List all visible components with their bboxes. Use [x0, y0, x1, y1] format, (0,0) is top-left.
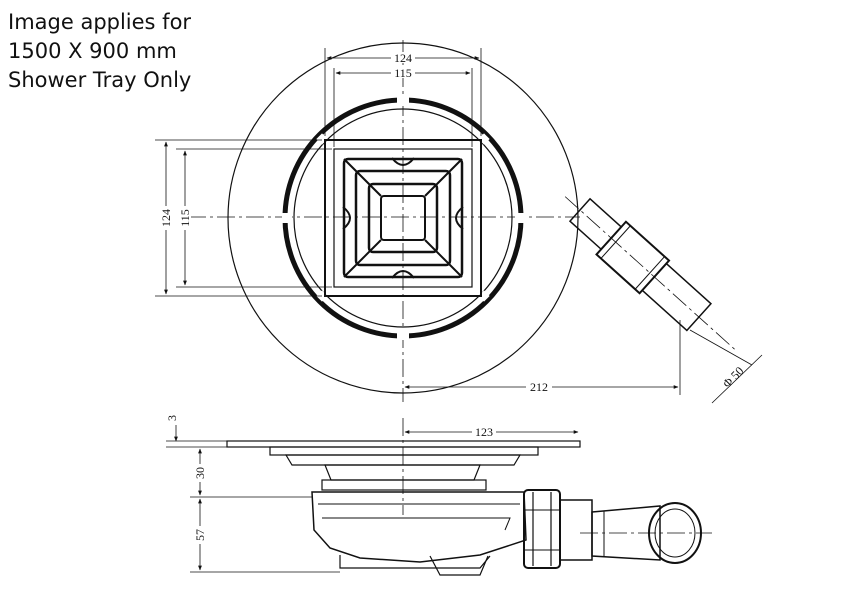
grate-outer-frame	[324, 139, 482, 297]
top-view: 124 115 124 115 212 Φ 50	[155, 40, 763, 404]
side-seal-ring	[321, 479, 487, 491]
caption-line-3: Shower Tray Only	[8, 68, 192, 92]
side-outlet-elbow	[559, 499, 593, 561]
grate-diagonal-bars	[342, 157, 464, 279]
inner-ring	[293, 108, 513, 328]
dim-label-115-left: 115	[178, 209, 192, 227]
dim-label-diameter: Φ 50	[720, 364, 747, 391]
dim-label-123: 123	[475, 425, 493, 439]
outlet-pipe-top-view	[564, 196, 737, 351]
dim-label-115-top: 115	[394, 66, 412, 80]
dim-label-57: 57	[193, 529, 207, 541]
side-body-neck	[324, 464, 481, 481]
side-grate-rim	[284, 454, 522, 466]
grate-center-square	[380, 195, 426, 241]
grate-pattern-middle	[354, 169, 452, 267]
side-outlet-pipe	[591, 505, 661, 561]
dim-line-diameter	[711, 354, 763, 404]
side-grate-plate	[269, 446, 539, 456]
caption-line-1: Image applies for	[8, 10, 192, 34]
dim-label-212: 212	[530, 380, 548, 394]
side-view: 123 3 30 57	[165, 415, 712, 576]
dim-label-124-left: 124	[159, 209, 173, 227]
outer-flange-circle	[227, 42, 579, 394]
image-caption: Image applies for 1500 X 900 mm Shower T…	[8, 8, 191, 95]
dim-label-124-top: 124	[394, 51, 412, 65]
grate-pattern-inner	[367, 182, 439, 254]
caption-line-2: 1500 X 900 mm	[8, 39, 177, 63]
side-outlet-nut	[523, 489, 561, 569]
side-flange	[226, 440, 581, 448]
dim-label-30: 30	[193, 467, 207, 479]
dim-label-3: 3	[165, 415, 179, 421]
grate-inner-frame	[333, 148, 473, 288]
grate-pattern-outer	[342, 157, 464, 279]
side-trap-body	[311, 491, 527, 563]
